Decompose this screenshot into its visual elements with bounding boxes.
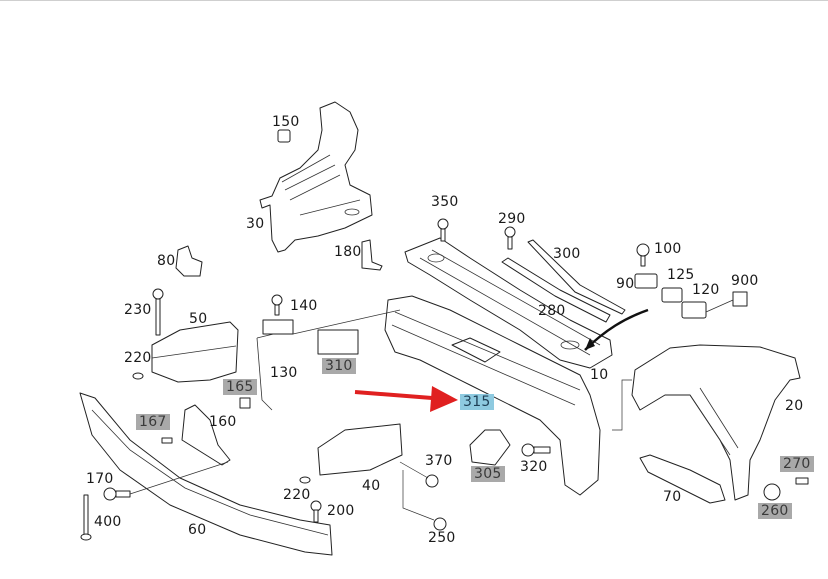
label-60: 60 (188, 522, 207, 538)
part-140-screw (271, 294, 283, 316)
label-900: 900 (731, 273, 759, 289)
label-260: 260 (758, 503, 792, 519)
label-20: 20 (785, 398, 804, 414)
label-165: 165 (223, 379, 257, 395)
label-180: 180 (334, 244, 362, 260)
label-125: 125 (667, 267, 695, 283)
part-170-bolt (103, 461, 229, 501)
part-350-bolt (437, 218, 449, 242)
part-370-bolt (399, 461, 439, 488)
part-150-clip (277, 129, 291, 143)
part-220-washer-lower (299, 476, 311, 484)
part-40-bracket (317, 423, 403, 476)
part-260-bolt (763, 483, 781, 501)
label-310: 310 (322, 358, 356, 374)
part-30-bracket (259, 101, 373, 253)
label-167: 167 (136, 414, 170, 430)
label-140: 140 (290, 298, 318, 314)
label-305: 305 (471, 466, 505, 482)
part-250-bolt (402, 470, 447, 531)
label-400: 400 (94, 514, 122, 530)
label-100: 100 (654, 241, 682, 257)
part-270-screw (795, 477, 809, 485)
label-10: 10 (590, 367, 609, 383)
part-200-bolt (310, 500, 322, 523)
part-180-bracket (361, 239, 383, 271)
label-30: 30 (246, 216, 265, 232)
part-100-bolt (636, 243, 650, 267)
label-130: 130 (270, 365, 298, 381)
label-370: 370 (425, 453, 453, 469)
part-400-rivet (80, 494, 92, 541)
label-220-upper: 220 (124, 350, 152, 366)
part-290-screw (504, 226, 516, 250)
label-80: 80 (157, 253, 176, 269)
part-280-seal (501, 257, 611, 323)
part-125-clip (661, 287, 683, 303)
label-150: 150 (272, 114, 300, 130)
label-40: 40 (362, 478, 381, 494)
part-80-hinge (175, 245, 203, 277)
label-315: 315 (460, 394, 494, 410)
label-250: 250 (428, 530, 456, 546)
label-290: 290 (498, 211, 526, 227)
label-170: 170 (86, 471, 114, 487)
top-border (0, 0, 828, 1)
label-220-lower: 220 (283, 487, 311, 503)
part-305-bracket (469, 429, 511, 466)
part-167-pin (161, 437, 173, 444)
part-230-bolt (152, 288, 164, 336)
part-50-bracket (151, 321, 239, 383)
label-280: 280 (538, 303, 566, 319)
part-900-cap (705, 291, 748, 313)
label-200: 200 (327, 503, 355, 519)
label-160: 160 (209, 414, 237, 430)
part-320-bolt (521, 443, 551, 457)
label-350: 350 (431, 194, 459, 210)
leader-line-20 (612, 379, 632, 431)
part-220-washer-upper (132, 372, 144, 380)
label-120: 120 (692, 282, 720, 298)
part-20-side-frame (631, 344, 801, 501)
part-160-bracket (181, 404, 231, 466)
pointer-arrow-red (354, 386, 458, 412)
label-90: 90 (616, 276, 635, 292)
part-300-strip (527, 239, 626, 315)
label-270: 270 (780, 456, 814, 472)
part-165-pad (239, 397, 251, 409)
part-130-stay (256, 309, 401, 411)
part-90-clip (634, 273, 658, 289)
label-50: 50 (189, 311, 208, 327)
part-70-rail (639, 454, 726, 504)
label-320: 320 (520, 459, 548, 475)
part-310-bracket (317, 329, 359, 355)
part-120-clip (681, 301, 707, 319)
label-230: 230 (124, 302, 152, 318)
part-60-bumper-beam (79, 392, 333, 556)
pointer-arrow-black (584, 308, 649, 351)
part-10-cowl-panel (404, 237, 613, 369)
label-300: 300 (553, 246, 581, 262)
label-70: 70 (663, 489, 682, 505)
